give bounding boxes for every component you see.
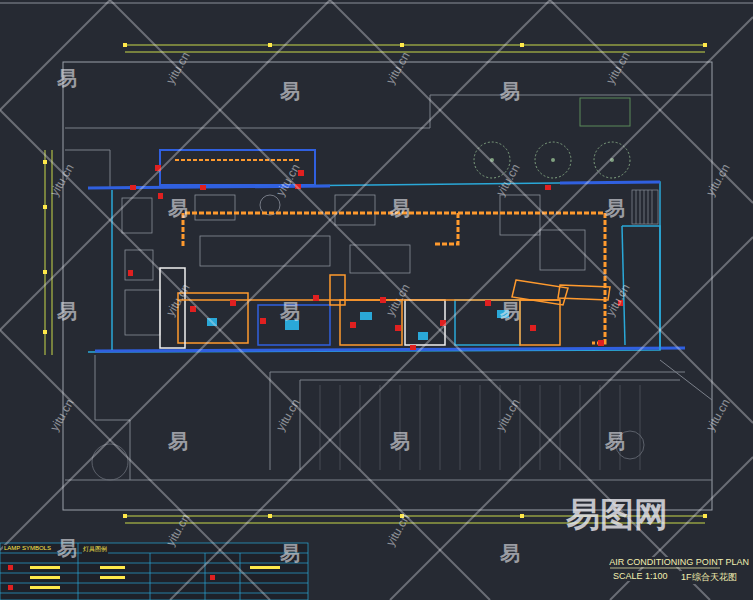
scale-note: SCALE 1:100 [612,571,669,581]
watermark-char: 易 [605,195,625,222]
watermark-char: 易 [500,298,520,325]
watermark-char: 易 [500,78,520,105]
watermark-char: 易 [280,540,300,567]
watermark-char: 易 [57,535,77,562]
watermark-char: 易 [390,195,410,222]
watermark-char: 易 [390,428,410,455]
watermark-char: 易 [280,78,300,105]
watermark-char: 易 [605,428,625,455]
watermark-char: 易 [168,195,188,222]
legend-heading: 灯具图例 [82,545,108,554]
watermark-char: 易 [168,428,188,455]
watermark-char: 易 [57,65,77,92]
watermark-char: 易 [280,298,300,325]
sheet-name: 1F综合天花图 [680,571,738,584]
legend-heading: LAMP SYMBOLS [3,545,52,551]
watermark-char: 易 [500,540,520,567]
watermark-char: 易 [57,298,77,325]
watermark-logo: 易图网 [566,492,668,538]
drawing-title: AIR CONDITIONING POINT PLAN [608,557,750,567]
